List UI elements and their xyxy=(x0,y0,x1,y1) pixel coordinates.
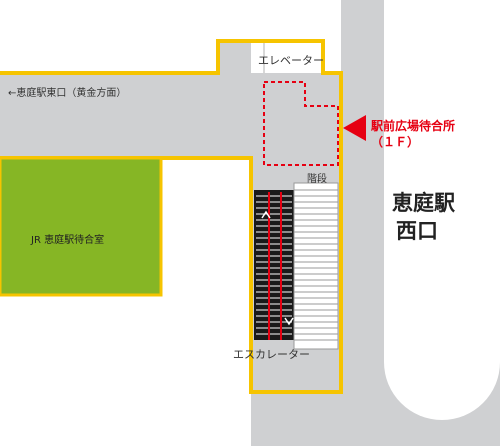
stairs-label: 階段 xyxy=(307,174,327,185)
east-exit-label: ←恵庭駅東口（黄金方面） xyxy=(8,88,127,99)
escalator-up-arrow-icon xyxy=(261,210,271,219)
west-exit-label: 恵庭駅 xyxy=(392,191,455,215)
meeting-area-outline xyxy=(263,81,339,166)
waiting-room-block xyxy=(0,156,163,297)
meeting-place-floor-label: （１Ｆ） xyxy=(371,135,420,149)
building-outline xyxy=(0,39,343,394)
stairs-steps xyxy=(294,189,338,341)
escalator-label: エスカレーター xyxy=(233,348,310,361)
red-triangle-pointer-icon xyxy=(343,115,366,141)
elevator-label: エレベーター xyxy=(258,54,324,67)
escalator-frame xyxy=(254,190,294,340)
meeting-place-label: 駅前広場待合所 xyxy=(371,119,456,133)
road-island xyxy=(384,0,500,420)
waiting-room-label: JR 恵庭駅待合室 xyxy=(31,235,105,246)
escalator-steps xyxy=(256,195,292,335)
road-island-top xyxy=(384,0,500,60)
west-exit-sub-label: 西口 xyxy=(396,219,438,243)
bottom-walkway xyxy=(251,392,384,446)
escalator-down-arrow-icon xyxy=(284,317,294,326)
stairs-block xyxy=(293,182,339,350)
